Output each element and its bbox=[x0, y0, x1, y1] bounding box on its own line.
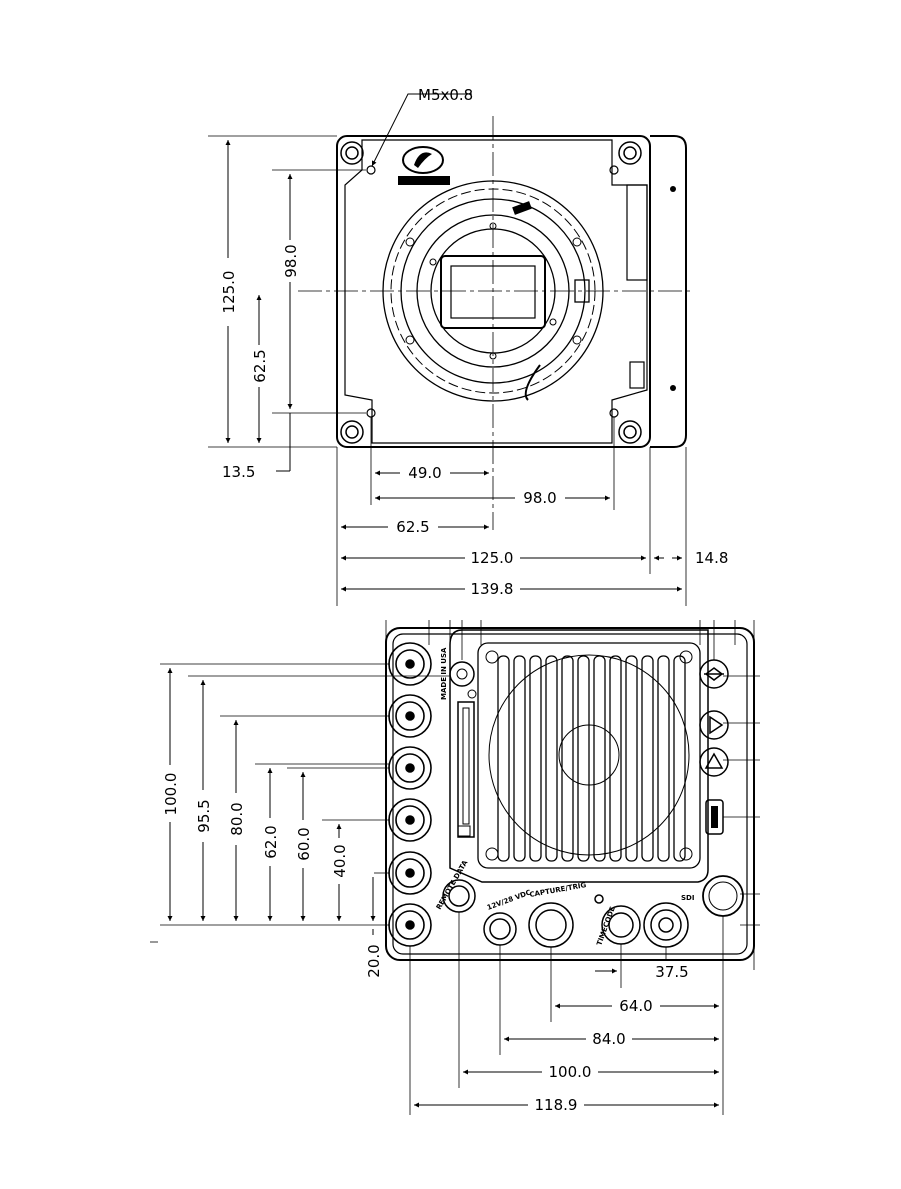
svg-text:40.0: 40.0 bbox=[331, 844, 349, 877]
dim-width-body: 125.0 bbox=[341, 549, 646, 567]
dim-rear-37-5: 37.5 bbox=[595, 963, 689, 981]
label-made-in-usa: MADE IN USA bbox=[440, 647, 448, 700]
dim-center-h: 62.5 bbox=[341, 518, 489, 536]
bnc-connector-icon bbox=[389, 643, 431, 946]
svg-text:14.8: 14.8 bbox=[695, 549, 728, 567]
dim-height-holes: 98.0 bbox=[272, 170, 366, 413]
svg-text:84.0: 84.0 bbox=[592, 1030, 625, 1048]
svg-text:37.5: 37.5 bbox=[655, 963, 688, 981]
dim-rear-84: 84.0 bbox=[504, 1030, 719, 1048]
svg-text:20.0: 20.0 bbox=[365, 944, 383, 977]
dim-hole-to-center: 49.0 bbox=[375, 464, 489, 482]
dim-holes-h: 98.0 bbox=[375, 489, 610, 507]
dim-rear-100: 100.0 bbox=[162, 668, 180, 921]
dim-rear-40: 40.0 bbox=[331, 824, 349, 921]
svg-text:98.0: 98.0 bbox=[523, 489, 556, 507]
svg-text:12V/28 VDC: 12V/28 VDC bbox=[486, 889, 532, 912]
svg-text:TIMECODE: TIMECODE bbox=[595, 905, 617, 946]
dim-rear-64: 64.0 bbox=[555, 997, 719, 1015]
svg-text:95.5: 95.5 bbox=[195, 799, 213, 832]
svg-text:60.0: 60.0 bbox=[295, 827, 313, 860]
dim-rear-62: 62.0 bbox=[262, 768, 280, 921]
svg-text:139.8: 139.8 bbox=[471, 580, 514, 598]
dim-width-total: 139.8 bbox=[341, 580, 682, 598]
callout-m5-text: M5x0.8 bbox=[418, 86, 473, 104]
svg-text:98.0: 98.0 bbox=[282, 244, 300, 277]
dim-rear-60: 60.0 bbox=[295, 772, 313, 921]
svg-text:118.9: 118.9 bbox=[535, 1096, 578, 1114]
dim-protrusion: 14.8 bbox=[654, 549, 728, 567]
svg-text:100.0: 100.0 bbox=[549, 1063, 592, 1081]
brand-logo-icon bbox=[398, 147, 450, 185]
svg-text:80.0: 80.0 bbox=[228, 802, 246, 835]
dim-rear-95-5: 95.5 bbox=[195, 680, 213, 921]
svg-text:62.5: 62.5 bbox=[251, 349, 269, 382]
dim-height-outer: 125.0 bbox=[208, 136, 337, 447]
rear-view: MADE IN USA REMOTE DATA 12V/28 VDC CAPTU… bbox=[150, 620, 760, 1115]
svg-text:CAPTURE/TRIG: CAPTURE/TRIG bbox=[529, 881, 587, 899]
svg-text:125.0: 125.0 bbox=[220, 271, 238, 314]
svg-text:64.0: 64.0 bbox=[619, 997, 652, 1015]
m5-hole-icon bbox=[367, 166, 618, 417]
front-view: M5x0.8 125.0 98.0 62.5 13.5 bbox=[208, 86, 728, 606]
dim-rear-20: 20.0 bbox=[365, 877, 383, 978]
fan-grille bbox=[498, 656, 685, 861]
dim-center-v: 62.5 bbox=[251, 295, 269, 443]
card-slot bbox=[458, 702, 474, 837]
svg-text:62.0: 62.0 bbox=[262, 825, 280, 858]
svg-text:13.5: 13.5 bbox=[222, 463, 255, 481]
svg-text:62.5: 62.5 bbox=[396, 518, 429, 536]
corner-screw-icon bbox=[341, 142, 641, 443]
svg-text:125.0: 125.0 bbox=[471, 549, 514, 567]
svg-text:SDI: SDI bbox=[681, 894, 694, 902]
svg-text:49.0: 49.0 bbox=[408, 464, 441, 482]
dim-rear-80: 80.0 bbox=[228, 720, 246, 921]
dim-rear-h-100: 100.0 bbox=[463, 1063, 719, 1081]
side-protrusion bbox=[650, 136, 686, 447]
play-button-icon bbox=[700, 660, 728, 776]
dim-rear-118-9: 118.9 bbox=[414, 1096, 719, 1114]
svg-text:100.0: 100.0 bbox=[162, 773, 180, 816]
